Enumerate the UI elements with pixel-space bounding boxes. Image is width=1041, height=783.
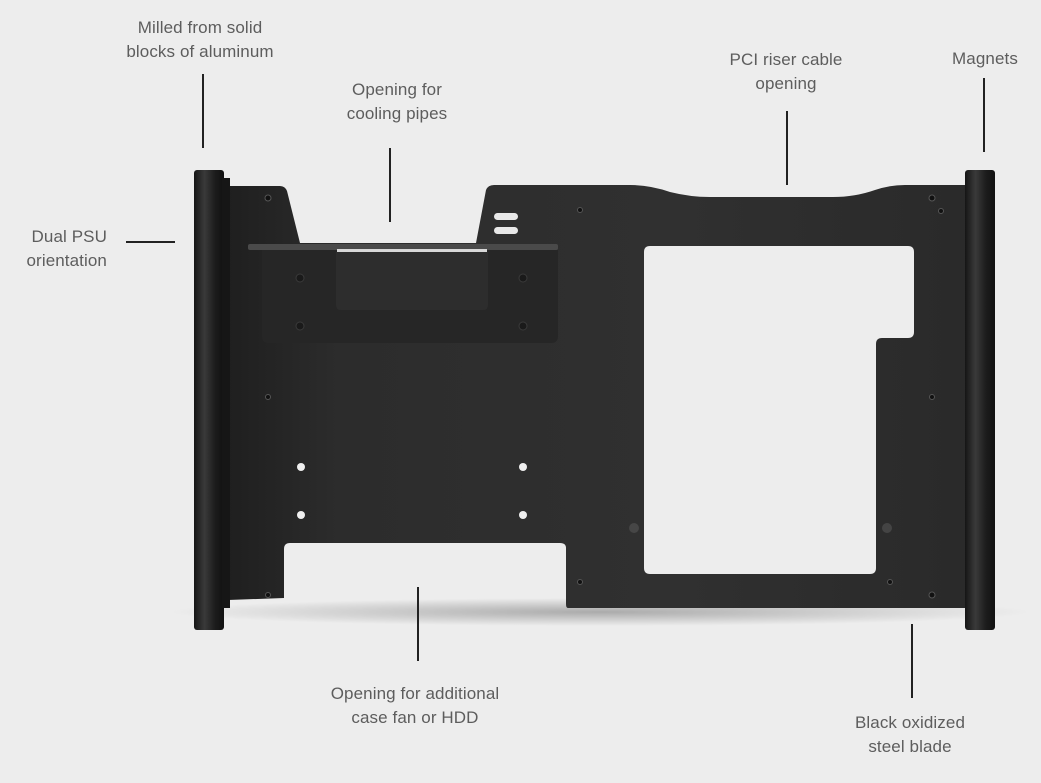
leader-psu — [126, 241, 175, 243]
bracket-recess — [336, 252, 488, 310]
leader-fan — [417, 587, 419, 661]
vent-slots — [494, 213, 518, 234]
leader-cooling — [389, 148, 391, 222]
label-magnets: Magnets — [952, 49, 1018, 68]
leader-pci — [786, 111, 788, 185]
left-aluminum-rail — [194, 170, 224, 630]
label-dual-psu: Dual PSU orientation — [26, 227, 107, 270]
left-rail-flange — [222, 178, 230, 608]
mounting-holes — [297, 463, 527, 519]
leader-magnets — [983, 78, 985, 152]
bracket-screws — [295, 273, 528, 331]
bracket-top-edge — [248, 244, 558, 250]
screw-holes — [264, 194, 944, 599]
blind-holes — [629, 523, 892, 533]
label-pci-riser: PCI riser cable opening — [729, 50, 843, 93]
right-aluminum-rail — [965, 170, 995, 630]
bracket-gap-highlight — [337, 249, 487, 252]
label-milled-aluminum: Milled from solid blocks of aluminum — [126, 18, 274, 61]
label-case-fan-hdd: Opening for additional case fan or HDD — [330, 684, 500, 727]
label-cooling-pipes: Opening for cooling pipes — [346, 80, 448, 123]
leader-blade — [911, 624, 913, 698]
label-steel-blade: Black oxidized steel blade — [854, 713, 966, 756]
leader-milled — [202, 74, 204, 148]
